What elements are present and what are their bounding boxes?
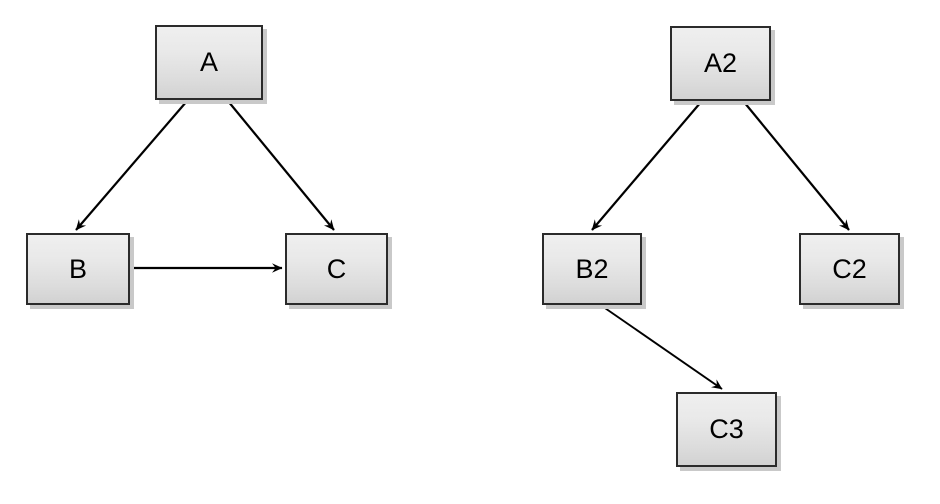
node-c[interactable]: C — [285, 233, 388, 305]
node-c3[interactable]: C3 — [676, 392, 777, 467]
edge-b2-to-c3 — [601, 305, 723, 390]
node-c3-label: C3 — [709, 414, 744, 444]
node-c2[interactable]: C2 — [799, 233, 900, 305]
edge-a-to-b — [75, 100, 188, 231]
node-c-label: C — [326, 253, 347, 284]
node-a[interactable]: A — [155, 25, 263, 100]
node-b2[interactable]: B2 — [542, 233, 642, 305]
node-b-label: B — [68, 253, 87, 284]
node-b2-label: B2 — [575, 253, 609, 284]
node-a-label: A — [199, 47, 218, 77]
node-a2[interactable]: A2 — [670, 26, 771, 101]
node-b[interactable]: B — [26, 233, 130, 305]
node-a2-label: A2 — [703, 48, 738, 78]
edge-a2-to-c2 — [743, 101, 850, 231]
node-c2-label: C2 — [832, 253, 867, 284]
edge-a-to-c — [227, 100, 335, 231]
edge-a2-to-b2 — [591, 101, 702, 231]
